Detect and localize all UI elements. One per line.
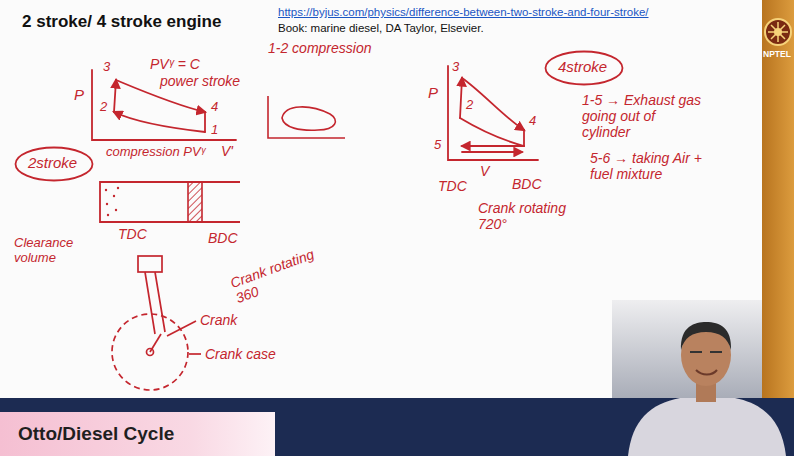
- reference-book: Book: marine diesel, DA Taylor, Elsevier…: [278, 22, 484, 35]
- part-label: Clearance volume: [14, 236, 86, 266]
- intake-line: [462, 151, 522, 153]
- leader-line: [167, 321, 196, 336]
- section-title: Otto/Diesel Cycle: [18, 423, 174, 445]
- point-number: 2: [100, 100, 107, 115]
- axis-label: P: [74, 86, 84, 103]
- axis-label: P: [428, 84, 438, 101]
- process-note: 1-5 → Exhaust gas going out of cylinder: [582, 92, 704, 140]
- rotation-note: Crank rotating 720°: [478, 200, 578, 232]
- point-number: 3: [103, 60, 110, 75]
- studio-backdrop: [612, 300, 762, 398]
- process-note: 1-2 compression: [268, 40, 372, 56]
- ellipse-outline: [16, 148, 93, 181]
- point-number: 5: [434, 138, 441, 153]
- logo-text: NPTEL: [763, 50, 791, 60]
- process-note: power stroke: [160, 73, 240, 89]
- hair: [681, 322, 731, 350]
- clearance-dots: [105, 187, 119, 216]
- point-number: 2: [466, 98, 473, 113]
- cylinder-sketch: [100, 182, 240, 222]
- crank-case-outline: [112, 314, 188, 390]
- cylinder-wall: [100, 182, 240, 222]
- combustion-line: [114, 80, 116, 112]
- point-number: 1: [211, 123, 218, 138]
- position-label: BDC: [512, 176, 542, 192]
- point-number: 4: [529, 114, 536, 129]
- process-note: compression PVᵞ: [106, 145, 205, 160]
- circled-note: 4stroke: [544, 50, 624, 86]
- logo-hub: [774, 28, 782, 36]
- loop-sketch: [268, 96, 345, 138]
- small-piston: [138, 256, 162, 272]
- smile: [696, 370, 717, 375]
- presenter: [612, 300, 786, 456]
- slide-title: 2 stroke/ 4 stroke engine: [22, 12, 221, 32]
- compression-curve: [460, 118, 524, 146]
- leader-line: [189, 353, 201, 355]
- exhaust-line: [462, 145, 524, 147]
- circled-word: 4stroke: [558, 58, 610, 75]
- section-band: Otto/Diesel Cycle: [0, 412, 275, 456]
- nptel-logo: [765, 19, 791, 45]
- position-label: BDC: [208, 230, 238, 246]
- bottom-bar: [0, 398, 794, 456]
- point-number: 3: [452, 60, 459, 75]
- piston: [188, 182, 202, 222]
- axis-label: V': [221, 143, 233, 159]
- sketch-loop: [282, 107, 335, 130]
- process-note: PVᵞ = C: [150, 56, 200, 72]
- blowdown-line: [523, 130, 525, 146]
- shirt: [628, 398, 786, 456]
- point-number: 4: [211, 100, 218, 115]
- side-bar: [762, 0, 794, 400]
- position-label: TDC: [438, 178, 467, 194]
- compression-curve: [114, 112, 205, 132]
- exhaust-line: [204, 112, 206, 132]
- glasses: [690, 351, 722, 353]
- sketch-axes: [268, 96, 345, 138]
- ellipse-outline: [546, 52, 623, 85]
- logo-spokes: [768, 22, 788, 42]
- connecting-rod: [145, 272, 165, 334]
- crank-shaft: [147, 349, 154, 356]
- crank-sketch: [112, 256, 201, 390]
- expansion-curve: [462, 78, 524, 130]
- whiteboard: [0, 0, 762, 398]
- part-label: Crank case: [205, 346, 276, 362]
- circled-note: 2stroke: [14, 146, 94, 182]
- process-note: 5-6 → taking Air + fuel mixture: [590, 150, 710, 182]
- pv-diagram-4stroke: [448, 66, 538, 160]
- axis-label: V: [480, 163, 489, 179]
- logo-ring: [765, 19, 791, 45]
- position-label: TDC: [118, 226, 147, 242]
- reference-link: https://byjus.com/physics/difference-bet…: [278, 6, 649, 19]
- pv-axes: [448, 66, 538, 160]
- part-label: Crank: [200, 312, 237, 328]
- circled-word: 2stroke: [28, 154, 80, 171]
- combustion-line: [460, 78, 462, 118]
